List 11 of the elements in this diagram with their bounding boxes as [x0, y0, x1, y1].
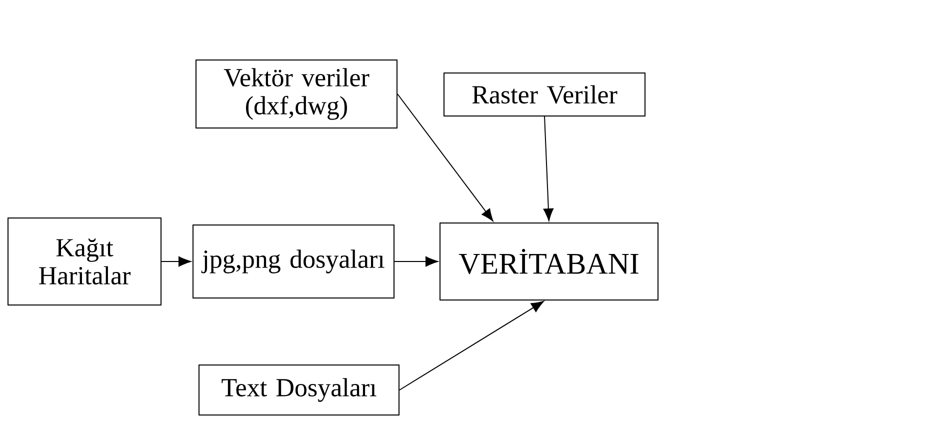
arrow	[399, 301, 544, 390]
process-box: Raster Veriler	[444, 72, 646, 116]
process-box: jpg,png dosyaları	[192, 224, 394, 298]
process-box: Text Dosyaları	[198, 364, 400, 416]
arrow	[397, 94, 494, 222]
arrow	[543, 116, 554, 222]
arrow	[394, 256, 438, 267]
process-box: VERİTABANI	[440, 222, 658, 300]
process-box: Vektör veriler (dxf,dwg)	[196, 60, 398, 128]
process-box: Kağıt Haritalar	[8, 218, 162, 306]
arrow	[161, 256, 192, 267]
